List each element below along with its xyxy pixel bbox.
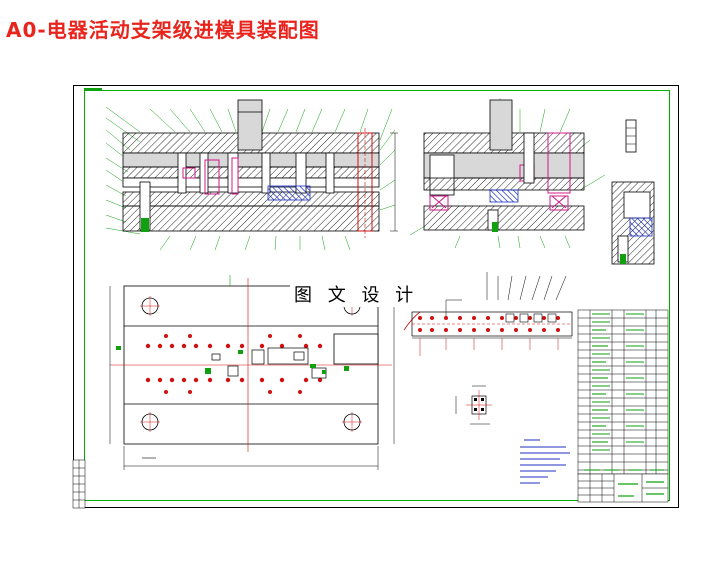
side-section-view: [409, 98, 606, 249]
small-part-detail: [455, 385, 492, 425]
parts-list-table: [577, 309, 669, 475]
inner-frame: [84, 90, 670, 501]
title-block: [72, 88, 669, 509]
lower-die-plan-view: [109, 275, 395, 470]
front-section-view: [105, 99, 398, 251]
page-title: A0-电器活动支架级进模具装配图: [6, 18, 320, 42]
watermark-text: 图 文 设 计: [290, 281, 423, 307]
detail-view: [611, 119, 655, 265]
strip-layout-view: [403, 272, 573, 356]
technical-notes: [520, 439, 570, 484]
